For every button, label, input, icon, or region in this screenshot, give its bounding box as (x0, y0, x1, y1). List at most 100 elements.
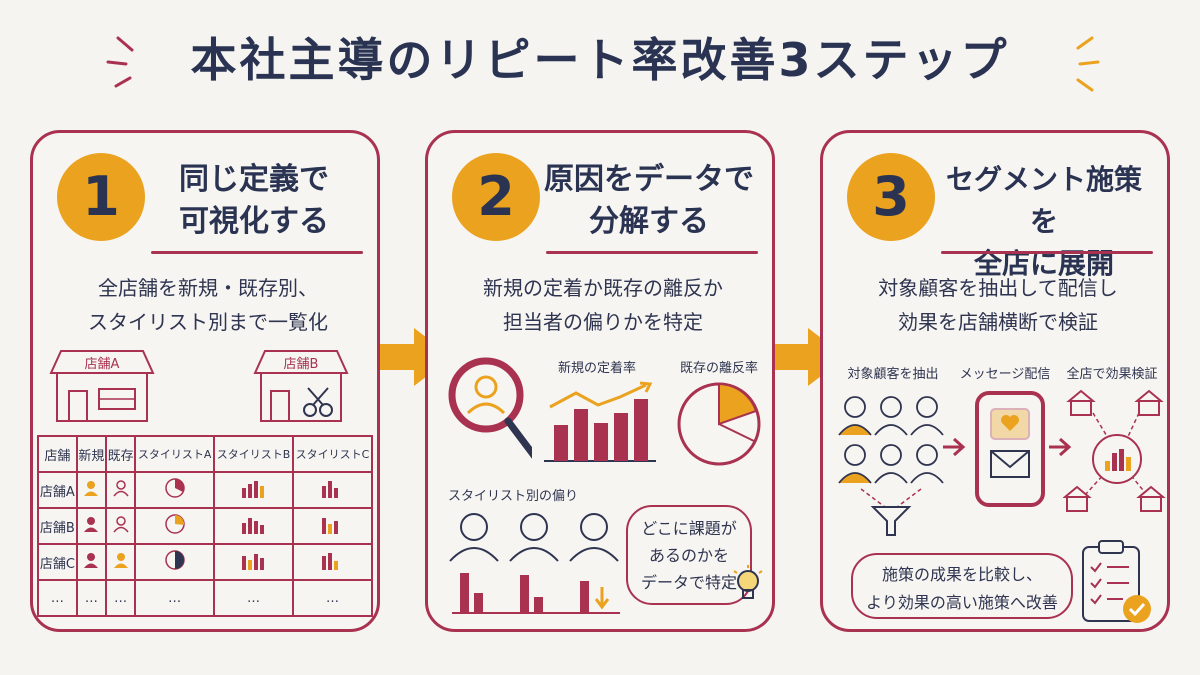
arrow-right-icon (1049, 437, 1072, 457)
envelope-icon (990, 450, 1030, 469)
bar-chart-icon (241, 554, 264, 570)
step-number: 1 (57, 153, 145, 241)
bar-chart-icon (241, 518, 264, 534)
flow-label: メッセージ配信 (959, 367, 1051, 382)
bar-cell (291, 507, 374, 545)
pie-cell (134, 471, 216, 509)
person-icon (113, 553, 128, 568)
chart-label: スタイリスト別の偏り (448, 489, 579, 504)
bar-chart-icon (322, 518, 339, 534)
step-description: 新規の定着か既存の離反か 担当者の偏りかを特定 (438, 271, 768, 339)
step-heading-line: 分解する (589, 204, 709, 239)
store-b-label: 店舗B (283, 357, 319, 372)
pie-chart-icon (677, 382, 761, 466)
flow-label: 全店で効果検証 (1066, 367, 1158, 382)
description-line: 新規の定着か既存の離反か (483, 276, 723, 300)
arrow-right-icon (943, 437, 966, 457)
heading-underline (151, 251, 363, 254)
ellipsis-cell: … (291, 579, 374, 617)
ellipsis-cell: … (75, 579, 107, 617)
funnel-icon (870, 506, 912, 536)
insight-bubble: どこに課題が あるのかを データで特定 (626, 505, 752, 605)
person-icon (84, 481, 99, 496)
pie-chart-icon (164, 550, 185, 570)
row-label: 店舗B (37, 507, 78, 545)
step-1-card: 1 同じ定義で 可視化する 全店舗を新規・既存別、 スタイリスト別まで一覧化 店… (30, 130, 380, 632)
store-network (1063, 389, 1166, 512)
existing-icon-cell (104, 471, 137, 509)
step-heading-line: 可視化する (179, 204, 329, 239)
step-number: 3 (847, 153, 935, 241)
bar-cell (291, 471, 374, 509)
heading-underline (546, 251, 758, 254)
ellipsis-cell: … (37, 579, 78, 617)
column-header: スタイリストB (213, 435, 294, 473)
step-description: 対象顧客を抽出して配信し 効果を店舗横断で検証 (833, 271, 1163, 339)
person-icon (84, 553, 99, 568)
person-icon (112, 480, 129, 497)
store-b: 店舗B (251, 345, 351, 425)
person-icon (84, 517, 99, 532)
ellipsis-cell: … (104, 579, 137, 617)
column-header: 既存 (104, 435, 137, 473)
new-icon-cell (75, 471, 107, 509)
row-label: 店舗C (37, 543, 78, 581)
bar-chart-icon (322, 481, 339, 498)
smartphone-icon (975, 391, 1045, 507)
bubble-line: 施策の成果を比較し、 (881, 565, 1042, 584)
description-line: 効果を店舗横断で検証 (898, 310, 1098, 334)
step-heading-line: 原因をデータで (544, 162, 754, 197)
description-line: 担当者の偏りかを特定 (503, 310, 703, 334)
store-table: 店舗 新規 既存 スタイリストA スタイリストB スタイリストC 店舗A 店舗B… (37, 435, 374, 617)
customer-group (838, 396, 944, 536)
step-description: 全店舗を新規・既存別、 スタイリスト別まで一覧化 (43, 271, 373, 339)
bar-chart-icon (544, 381, 656, 462)
store-a: 店舗A (47, 345, 157, 425)
step-heading-line: 同じ定義で (179, 162, 329, 197)
heart-icon (1001, 415, 1019, 431)
description-line: 全店舗を新規・既存別、 (98, 276, 318, 300)
chart-label: 既存の離反率 (679, 361, 758, 376)
bar-cell (213, 543, 294, 581)
description-line: スタイリスト別まで一覧化 (88, 310, 328, 334)
step-2-card: 2 原因をデータで 分解する 新規の定着か既存の離反か 担当者の偏りかを特定 新… (425, 130, 775, 632)
check-icon (1123, 595, 1151, 623)
pie-cell (134, 543, 216, 581)
bubble-line: より効果の高い施策へ改善 (866, 593, 1058, 612)
lightbulb-icon (733, 565, 763, 599)
step-heading: 原因をデータで 分解する (544, 159, 754, 243)
table-row: 店舗A (37, 471, 374, 509)
pie-chart-icon (164, 478, 185, 498)
step-heading-line: セグメント施策を (945, 163, 1142, 238)
stylist-bias-chart (449, 513, 620, 614)
bar-cell (213, 471, 294, 509)
description-line: 対象顧客を抽出して配信し (878, 276, 1118, 300)
scissors-icon (303, 387, 333, 417)
bar-cell (291, 543, 374, 581)
flow-label: 対象顧客を抽出 (847, 367, 939, 382)
table-header-row: 店舗 新規 既存 スタイリストA スタイリストB スタイリストC (37, 435, 374, 473)
table-row: 店舗B (37, 507, 374, 545)
column-header: 新規 (75, 435, 107, 473)
result-bubble: 施策の成果を比較し、 より効果の高い施策へ改善 (851, 553, 1073, 619)
pie-cell (134, 507, 216, 545)
bar-chart-icon (241, 481, 264, 498)
step-number: 2 (452, 153, 540, 241)
heading-underline (941, 251, 1153, 254)
new-icon-cell (75, 507, 107, 545)
bar-chart-icon (322, 553, 339, 570)
existing-icon-cell (104, 507, 137, 545)
step-heading: セグメント施策を 全店に展開 (939, 159, 1149, 285)
clipboard-icon (1082, 540, 1151, 623)
new-icon-cell (75, 543, 107, 581)
page-title: 本社主導のリピート率改善3ステップ (190, 33, 1010, 87)
ellipsis-cell: … (213, 579, 294, 617)
table-row: 店舗C (37, 543, 374, 581)
bubble-line: あるのかを (648, 546, 729, 565)
row-label: 店舗A (37, 471, 78, 509)
chart-label: 新規の定着率 (557, 361, 636, 376)
bar-cell (213, 507, 294, 545)
store-a-label: 店舗A (84, 357, 120, 372)
bubble-line: どこに課題が (641, 519, 737, 538)
person-icon (112, 516, 129, 533)
